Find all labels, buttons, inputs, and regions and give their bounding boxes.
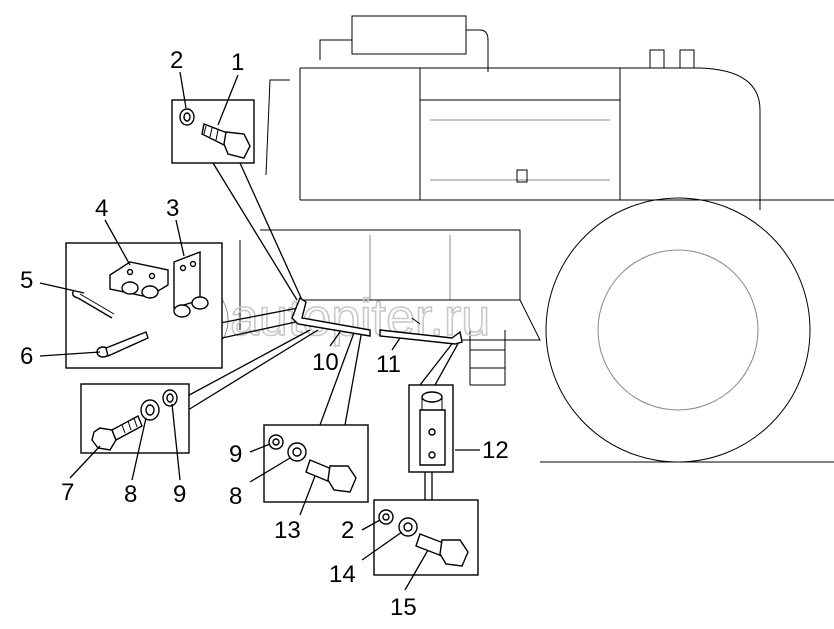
detail-box-bolt-7 xyxy=(80,383,190,454)
callout-12: 12 xyxy=(482,437,509,464)
callout-15: 15 xyxy=(390,594,417,621)
callout-10: 10 xyxy=(312,349,339,376)
tractor-outline xyxy=(239,15,834,463)
callout-leaders xyxy=(39,71,480,591)
callout-9b: 9 xyxy=(229,441,242,468)
callout-1: 1 xyxy=(231,49,244,76)
bolt-13-head xyxy=(327,465,357,493)
detail-box-bolt-1 xyxy=(171,99,255,164)
callout-6: 6 xyxy=(20,343,33,370)
exhaust-pipe xyxy=(466,29,489,72)
callout-2a: 2 xyxy=(170,47,183,74)
callout-4: 4 xyxy=(95,195,108,222)
callout-2b: 2 xyxy=(341,517,354,544)
rear-wheel xyxy=(545,197,811,463)
step-ladder xyxy=(469,330,506,386)
callout-labels: 1 2 3 4 5 6 7 8 9 10 11 9 8 13 12 2 14 1… xyxy=(20,47,509,621)
bolt-1-head xyxy=(223,131,251,159)
detail-box-hinge xyxy=(65,242,223,369)
hood-outline xyxy=(299,67,421,200)
bracket-11 xyxy=(379,329,463,345)
callout-5: 5 xyxy=(20,267,33,294)
callout-9a: 9 xyxy=(173,481,186,508)
callout-3: 3 xyxy=(166,195,179,222)
bushing-12 xyxy=(408,384,454,473)
callout-11: 11 xyxy=(376,351,401,378)
bracket-10 xyxy=(291,296,371,337)
bolt-15-head xyxy=(439,539,469,567)
bolt-7-head xyxy=(91,427,117,451)
detail-box-bolt-15 xyxy=(373,499,479,576)
exhaust-muffler xyxy=(351,15,467,55)
callout-8a: 8 xyxy=(124,481,137,508)
callout-14: 14 xyxy=(329,561,356,588)
callout-8b: 8 xyxy=(229,483,242,510)
leader-lines xyxy=(179,162,461,500)
pin-6-shank xyxy=(105,331,149,357)
bracket-assembly xyxy=(291,296,463,345)
bolt-7-thread xyxy=(111,415,143,441)
callout-13: 13 xyxy=(274,517,301,544)
callout-7: 7 xyxy=(61,479,74,506)
